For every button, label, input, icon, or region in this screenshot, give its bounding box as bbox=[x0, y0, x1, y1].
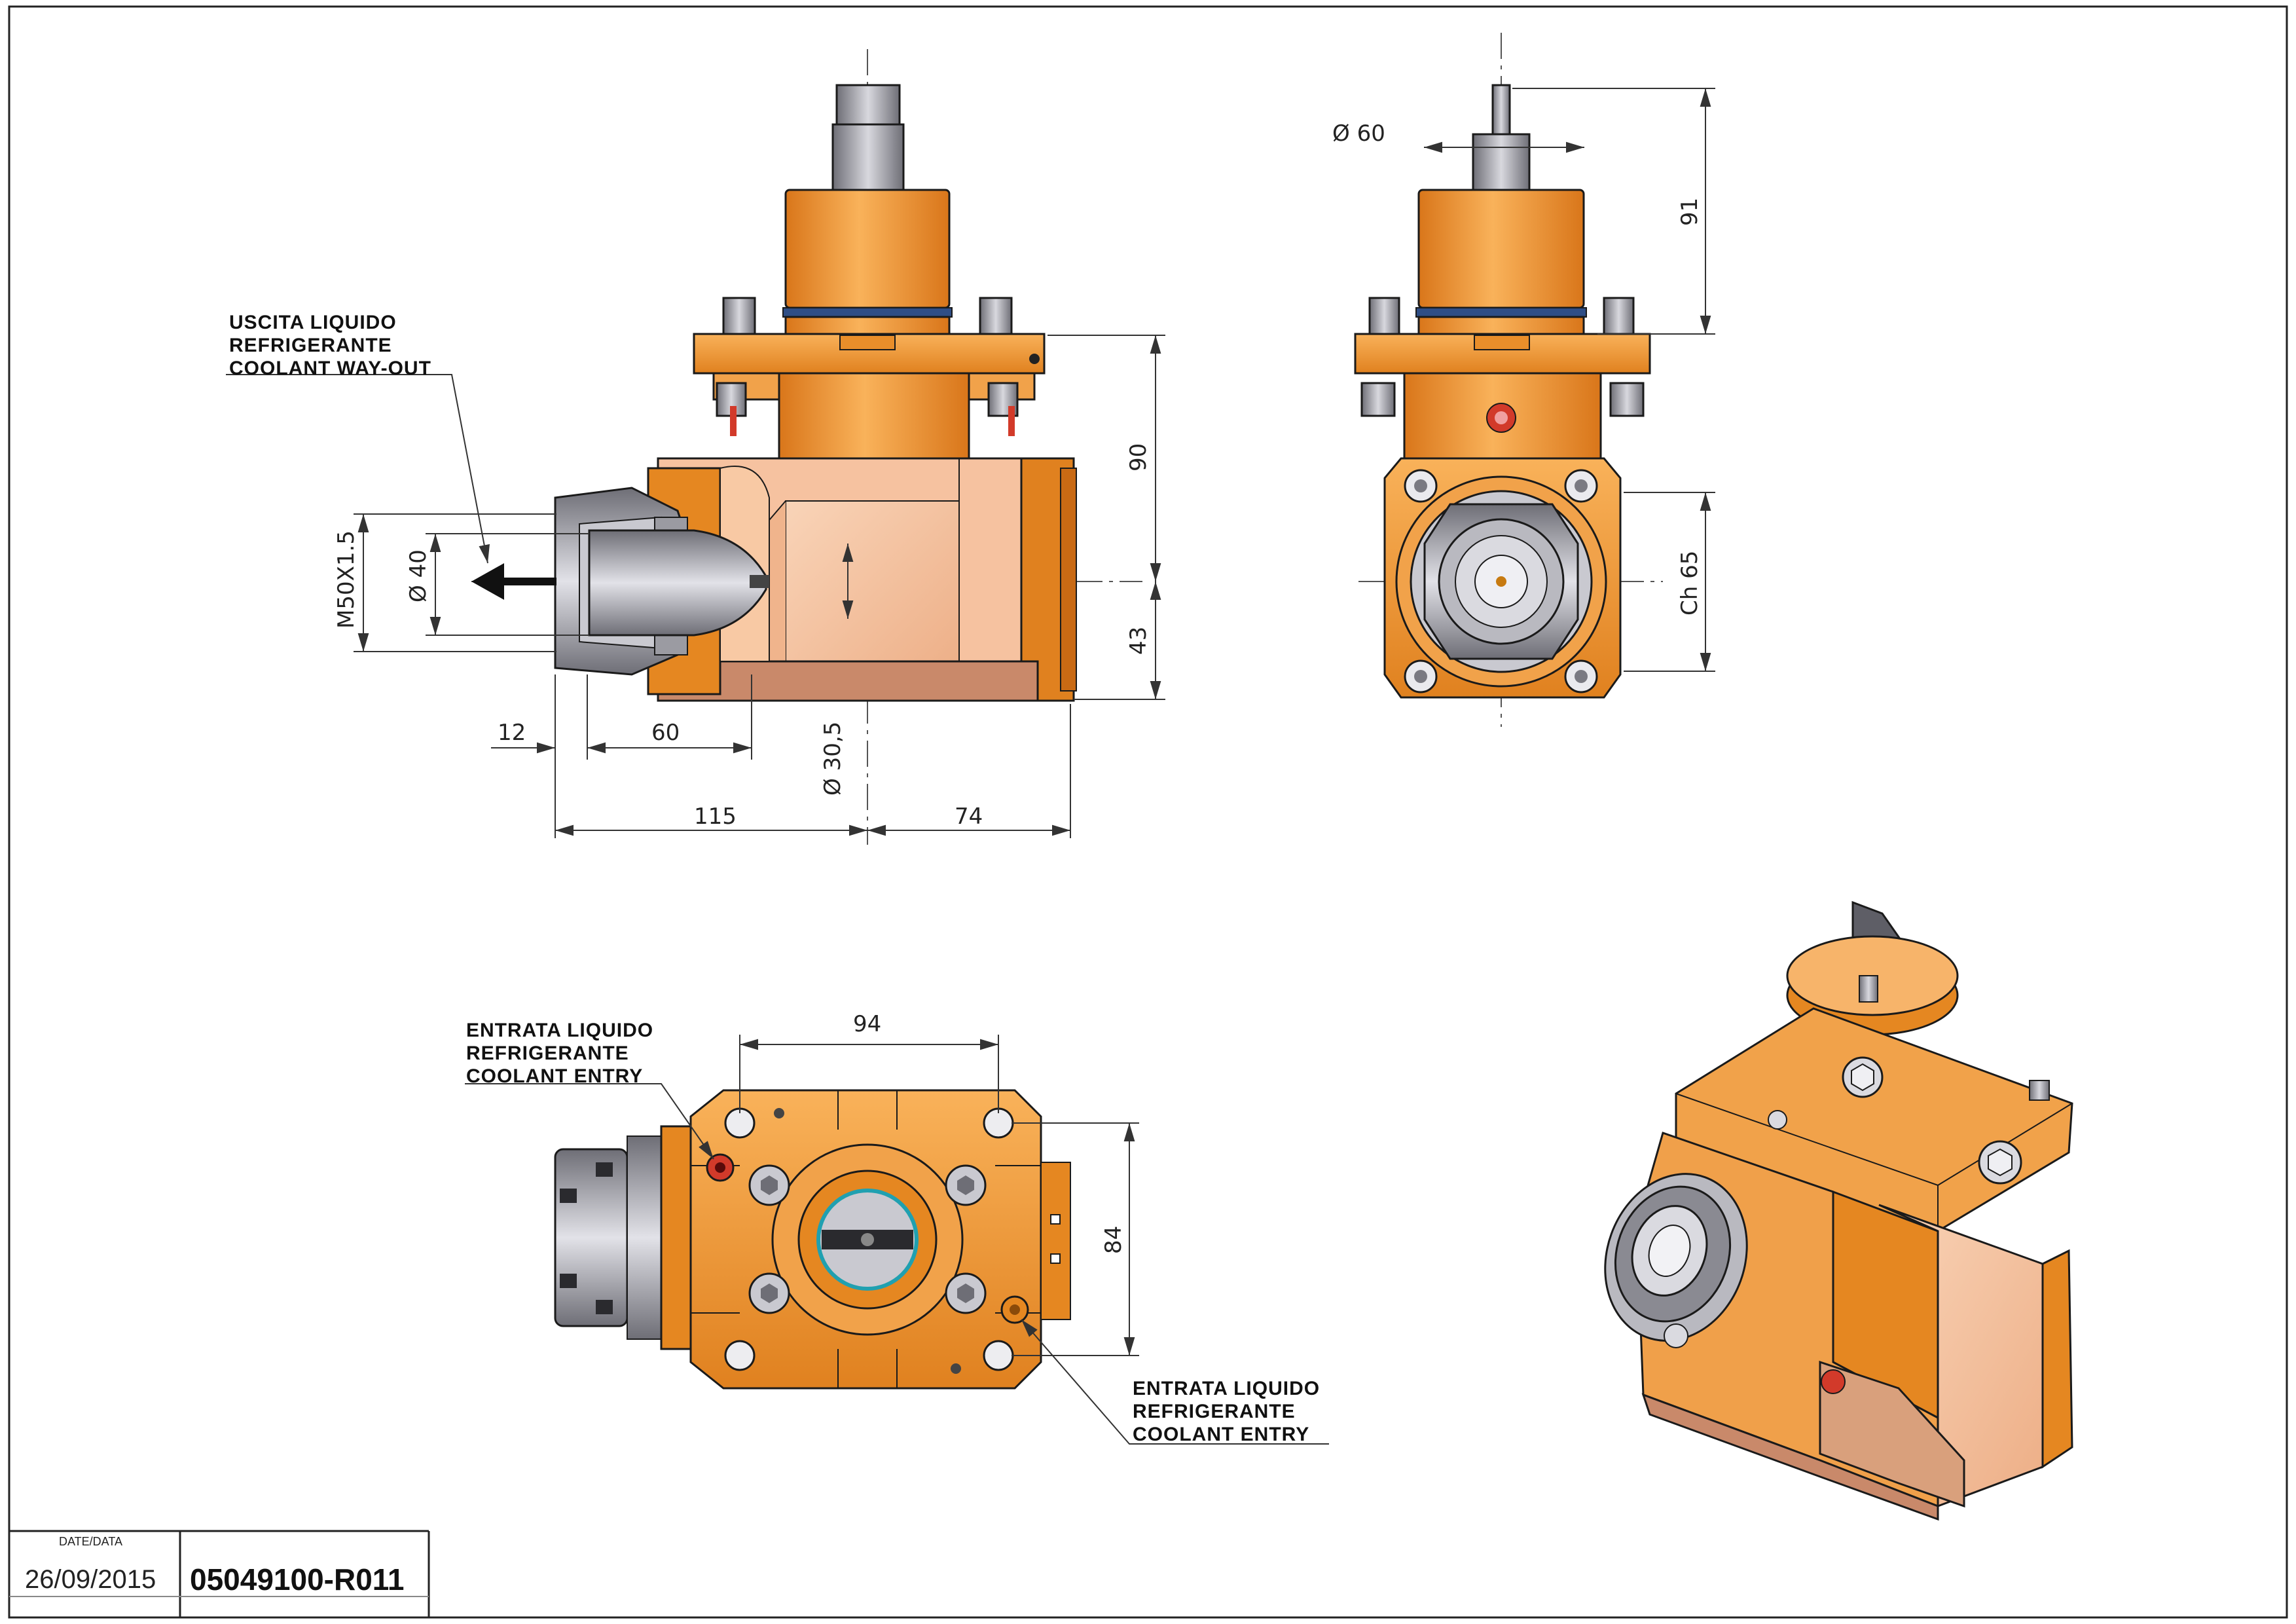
dim-d40: Ø 40 bbox=[405, 549, 431, 602]
drawing-date: 26/09/2015 bbox=[25, 1565, 156, 1594]
note-coolant-entry-right-2: REFRIGERANTE bbox=[1133, 1401, 1296, 1422]
dim-d60: Ø 60 bbox=[1332, 120, 1385, 147]
coolant-arrow-icon bbox=[471, 563, 556, 600]
bottom-view: 94 84 ENTRATA LIQUIDO REFRIGERANTE COOLA… bbox=[465, 1011, 1329, 1445]
dim-60: 60 bbox=[651, 720, 680, 746]
dim-91: 91 bbox=[1677, 198, 1703, 226]
note-coolant-way-out-1: USCITA LIQUIDO bbox=[229, 312, 397, 333]
note-coolant-way-out-2: REFRIGERANTE bbox=[229, 335, 392, 356]
note-coolant-way-out-3: COOLANT WAY-OUT bbox=[229, 358, 431, 379]
dim-74: 74 bbox=[955, 803, 983, 830]
dim-94: 94 bbox=[853, 1011, 881, 1037]
dim-84: 84 bbox=[1101, 1226, 1127, 1254]
dim-12: 12 bbox=[498, 720, 526, 746]
side-view: M50X1.5 Ø 40 Ø 30,5 12 60 115 74 90 43 U… bbox=[226, 49, 1165, 845]
title-block: DATE/DATA 26/09/2015 05049100-R011 bbox=[9, 1530, 430, 1617]
note-coolant-entry-right-1: ENTRATA LIQUIDO bbox=[1133, 1378, 1320, 1399]
note-coolant-entry-right-3: COOLANT ENTRY bbox=[1133, 1424, 1309, 1445]
dim-m50: M50X1.5 bbox=[333, 530, 359, 629]
note-coolant-entry-left-1: ENTRATA LIQUIDO bbox=[466, 1020, 653, 1041]
isometric-view bbox=[1604, 900, 2073, 1521]
dim-90: 90 bbox=[1125, 443, 1152, 471]
dim-d30-5: Ø 30,5 bbox=[820, 722, 846, 796]
note-coolant-entry-left-3: COOLANT ENTRY bbox=[466, 1065, 643, 1087]
front-view: Ø 60 91 Ch 65 bbox=[1332, 33, 1715, 727]
dim-43: 43 bbox=[1125, 627, 1152, 655]
dim-115: 115 bbox=[694, 803, 737, 830]
note-coolant-entry-left-2: REFRIGERANTE bbox=[466, 1043, 629, 1064]
dim-ch65: Ch 65 bbox=[1677, 551, 1703, 616]
date-label: DATE/DATA bbox=[59, 1535, 122, 1548]
sheet-border bbox=[8, 5, 2288, 1619]
drawing-code: 05049100-R011 bbox=[190, 1562, 404, 1596]
